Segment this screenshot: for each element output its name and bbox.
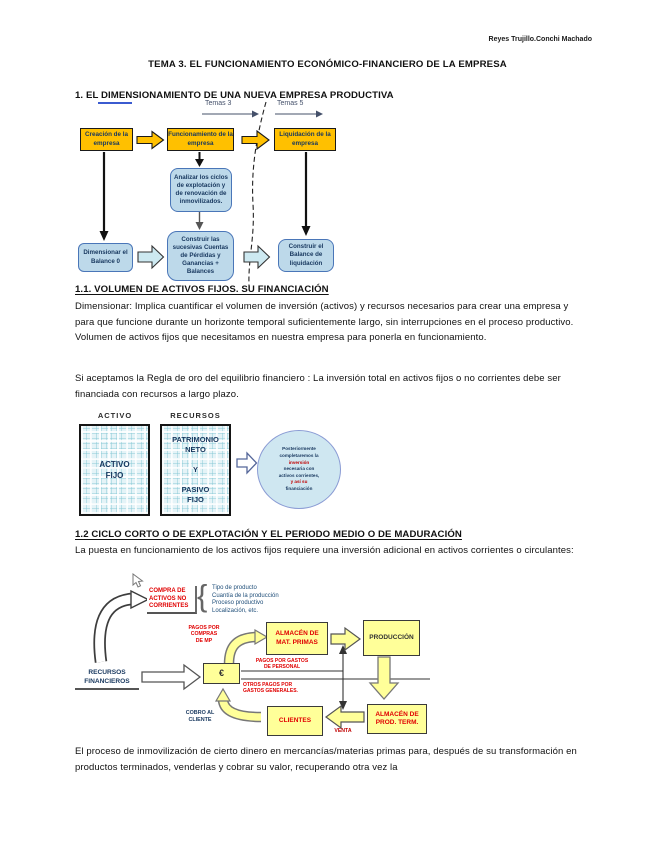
- box-activo-fijo: ACTIVO FIJO: [79, 424, 150, 516]
- box-produccion: PRODUCCIÓN: [363, 620, 420, 656]
- d3-white-arrow-recursos: [141, 663, 202, 691]
- product-decision-list: Tipo de producto Cuantía de la producció…: [212, 585, 279, 615]
- box-construir-balance-liquidacion: Construir el Balance de liquidación: [278, 239, 334, 272]
- lightblue-block-arrows: [137, 244, 271, 270]
- circle-line: necesaria con: [283, 466, 315, 472]
- d3-euro-lines: [241, 645, 430, 710]
- list-item: Cuantía de la producción: [212, 592, 279, 599]
- cursor-artifact-icon: [132, 573, 144, 588]
- section-1-1-paragraph-2: Si aceptamos la Regla de oro del equilib…: [75, 373, 561, 400]
- box-funcionamiento-empresa: Funcionamiento de la empresa: [167, 128, 234, 151]
- box-almacen-mat-primas: ALMACÉN DE MAT. PRIMAS: [266, 622, 328, 655]
- gold-block-arrows: [136, 129, 270, 151]
- d3-yellow-block-arrows: [324, 626, 400, 730]
- circle-line: inversión: [288, 459, 310, 465]
- d3-curved-arrow-compra: [93, 589, 150, 663]
- box-liquidacion-empresa: Liquidación de la empresa: [274, 128, 336, 151]
- box-patrimonio-pasivo: PATRIMONIO NETO Y PASIVO FIJO: [160, 424, 231, 516]
- list-item: Tipo de producto: [212, 585, 257, 591]
- box-euro: €: [203, 663, 240, 684]
- temas3-label: Temas 3: [205, 100, 232, 107]
- label-pagos-compras-mp: PAGOS POR COMPRAS DE MP: [188, 625, 220, 644]
- heading-blue-underline: [98, 102, 132, 104]
- black-flow-arrows: [99, 152, 311, 241]
- section-1-2-heading: 1.2 CICLO CORTO O DE EXPLOTACIÓN Y EL PE…: [75, 529, 462, 540]
- brace-glyph: {: [197, 578, 208, 613]
- circle-line: financiación: [285, 485, 313, 491]
- circle-line: Posteriormente: [282, 446, 316, 452]
- d3-curved-arrow-cobro: [214, 687, 262, 723]
- label-cobro-cliente: COBRO AL CLIENTE: [185, 710, 215, 723]
- circle-line: completaremos la: [279, 453, 319, 459]
- section-1-2-paragraph: La puesta en funcionamiento de los activ…: [75, 545, 574, 556]
- section-1-1-paragraph-1: Dimensionar: Implica cuantificar el volu…: [75, 301, 574, 344]
- column-header-recursos: RECURSOS: [170, 411, 221, 420]
- document-title: TEMA 3. EL FUNCIONAMIENTO ECONÓMICO-FINA…: [148, 59, 507, 70]
- d3-curved-arrow-almacen-mp: [223, 628, 269, 665]
- column-header-activo: ACTIVO: [97, 411, 133, 420]
- box-clientes: CLIENTES: [267, 706, 323, 736]
- box-almacen-prod-term: ALMACÉN DE PROD. TERM.: [367, 704, 427, 734]
- d2-white-arrow: [236, 451, 258, 475]
- box-compra-activos: COMPRA DE ACTIVOS NO CORRIENTES: [147, 586, 197, 614]
- header-author: Reyes Trujillo.Conchi Machado: [488, 36, 592, 43]
- temas-arrows: [202, 110, 323, 118]
- box-construir-cuentas: Construir las sucesivas Cuentas de Pérdi…: [167, 231, 234, 281]
- list-item: Localización, etc.: [212, 607, 259, 614]
- label-pagos-personal: PAGOS POR GASTOS DE PERSONAL: [255, 658, 309, 670]
- annotation-circle: Posteriormente completaremos la inversió…: [257, 430, 341, 509]
- closing-paragraph: El proceso de inmovilización de cierto d…: [75, 746, 577, 773]
- list-item: Proceso productivo: [212, 600, 264, 607]
- box-creacion-empresa: Creación de la empresa: [80, 128, 133, 151]
- circle-line: activos corrientes,: [278, 472, 320, 478]
- label-recursos-financieros: RECURSOS FINANCIEROS: [75, 669, 139, 691]
- section-1-heading: 1. EL DIMENSIONAMIENTO DE UNA NUEVA EMPR…: [75, 90, 394, 101]
- box-dimensionar-balance: Dimensionar el Balance 0: [78, 243, 133, 272]
- label-otros-pagos: OTROS PAGOS POR GASTOS GENERALES.: [243, 682, 298, 694]
- box-analizar-ciclos: Analizar los ciclos de explotación y de …: [170, 168, 232, 212]
- temas5-label: Temas 5: [277, 100, 304, 107]
- label-venta: VENTA: [334, 728, 352, 734]
- section-1-1-heading: 1.1. VOLUMEN DE ACTIVOS FIJOS. SU FINANC…: [75, 284, 329, 295]
- circle-line: y así su: [290, 479, 308, 485]
